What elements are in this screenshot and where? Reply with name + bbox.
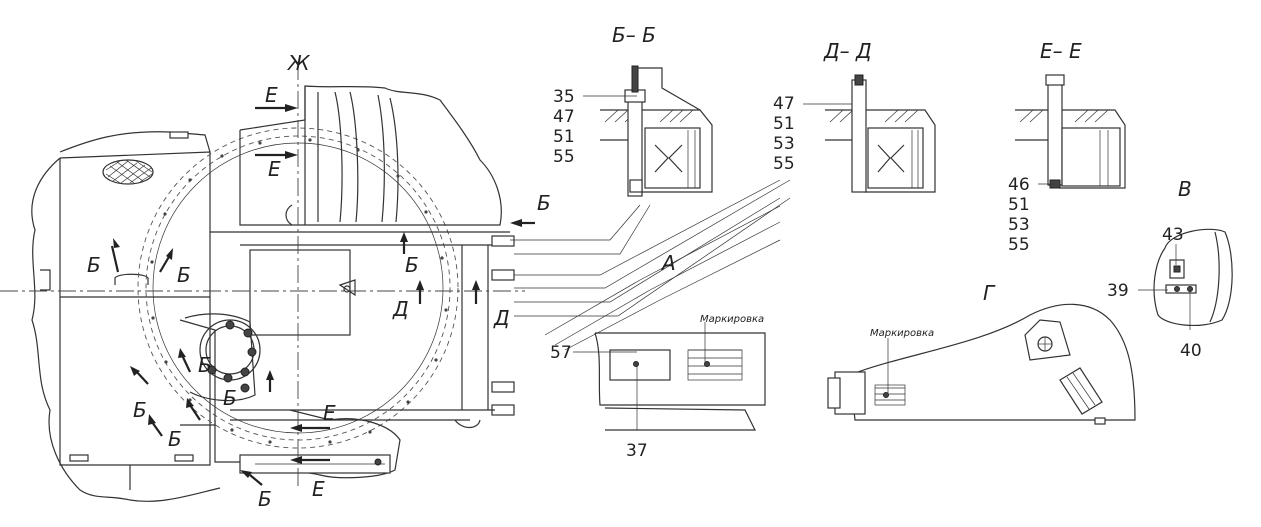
callouts-v: 43 39 40 xyxy=(1107,225,1202,361)
callout-number: 37 xyxy=(626,441,648,461)
view-v-detail xyxy=(1153,228,1233,326)
callouts-misc: 57 37 xyxy=(550,343,648,461)
view-a-detail xyxy=(594,332,766,431)
section-titles: Б– Б Д– Д Е– Е xyxy=(612,23,1082,63)
section-bb-view xyxy=(600,65,713,197)
view-letters: Ж В Г А xyxy=(286,51,1192,305)
callout-number: 35 xyxy=(553,87,575,107)
bearing-bolts xyxy=(207,320,257,393)
section-mark: Б xyxy=(133,398,147,422)
callouts-ee: 46 51 53 55 xyxy=(1008,175,1030,255)
callout-number: 57 xyxy=(550,343,572,363)
view-letter-zh: Ж xyxy=(286,51,311,75)
section-mark: Е xyxy=(265,83,278,107)
section-mark: Б xyxy=(168,427,182,451)
callout-number: 43 xyxy=(1162,225,1184,245)
view-letter-g: Г xyxy=(983,281,996,305)
callout-number: 47 xyxy=(773,94,795,114)
callout-number: 55 xyxy=(553,147,575,167)
main-assembly-view xyxy=(0,62,791,502)
oval-hatch xyxy=(105,159,153,184)
marking-labels: Маркировка Маркировка xyxy=(700,314,934,339)
view-g-detail xyxy=(827,303,1136,425)
section-mark: Б xyxy=(87,253,101,277)
section-mark: Б xyxy=(537,191,551,215)
section-mark: Б xyxy=(177,263,191,287)
section-mark: Е xyxy=(268,157,281,181)
callout-number: 53 xyxy=(773,134,795,154)
callout-number: 40 xyxy=(1180,341,1202,361)
callout-number: 51 xyxy=(553,127,575,147)
callout-number: 55 xyxy=(773,154,795,174)
section-mark: Б xyxy=(405,253,419,277)
section-dd-view xyxy=(825,74,936,193)
ring-bolt-holes xyxy=(150,138,448,444)
view-letter-a: А xyxy=(660,251,676,275)
callouts-bb: 35 47 51 55 xyxy=(553,87,575,167)
section-title-dd: Д– Д xyxy=(823,39,872,63)
callout-leaders xyxy=(573,95,1191,430)
section-title-ee: Е– Е xyxy=(1040,39,1082,63)
callout-number: 55 xyxy=(1008,235,1030,255)
callout-number: 47 xyxy=(553,107,575,127)
section-mark: Б xyxy=(258,487,272,511)
section-mark-labels: Е Е Б Б Б Б Б Б Д Д Б Б Е Е Б xyxy=(87,83,551,511)
section-mark: Б xyxy=(198,353,212,377)
section-mark: Е xyxy=(312,477,325,501)
section-mark: Е xyxy=(323,401,336,425)
callout-number: 51 xyxy=(773,114,795,134)
section-ee-view xyxy=(1015,74,1126,189)
callout-number: 53 xyxy=(1008,215,1030,235)
section-mark: Д xyxy=(493,306,510,330)
leader-fan xyxy=(510,179,791,351)
callout-number: 39 xyxy=(1107,281,1129,301)
callout-number: 46 xyxy=(1008,175,1030,195)
callouts-dd: 47 51 53 55 xyxy=(773,94,795,174)
section-arrows xyxy=(110,104,535,486)
section-mark: Б xyxy=(223,386,237,410)
marking-label: Маркировка xyxy=(870,328,934,339)
section-title-bb: Б– Б xyxy=(612,23,656,47)
callout-number: 51 xyxy=(1008,195,1030,215)
section-mark: Д xyxy=(392,297,409,321)
marking-label: Маркировка xyxy=(700,314,764,325)
view-letter-v: В xyxy=(1178,177,1192,201)
